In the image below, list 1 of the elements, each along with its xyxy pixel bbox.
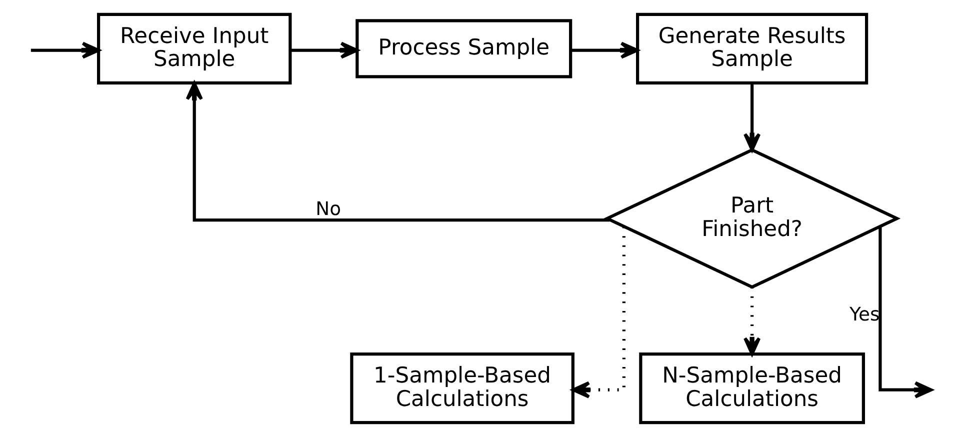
- edge-label: No: [315, 198, 341, 220]
